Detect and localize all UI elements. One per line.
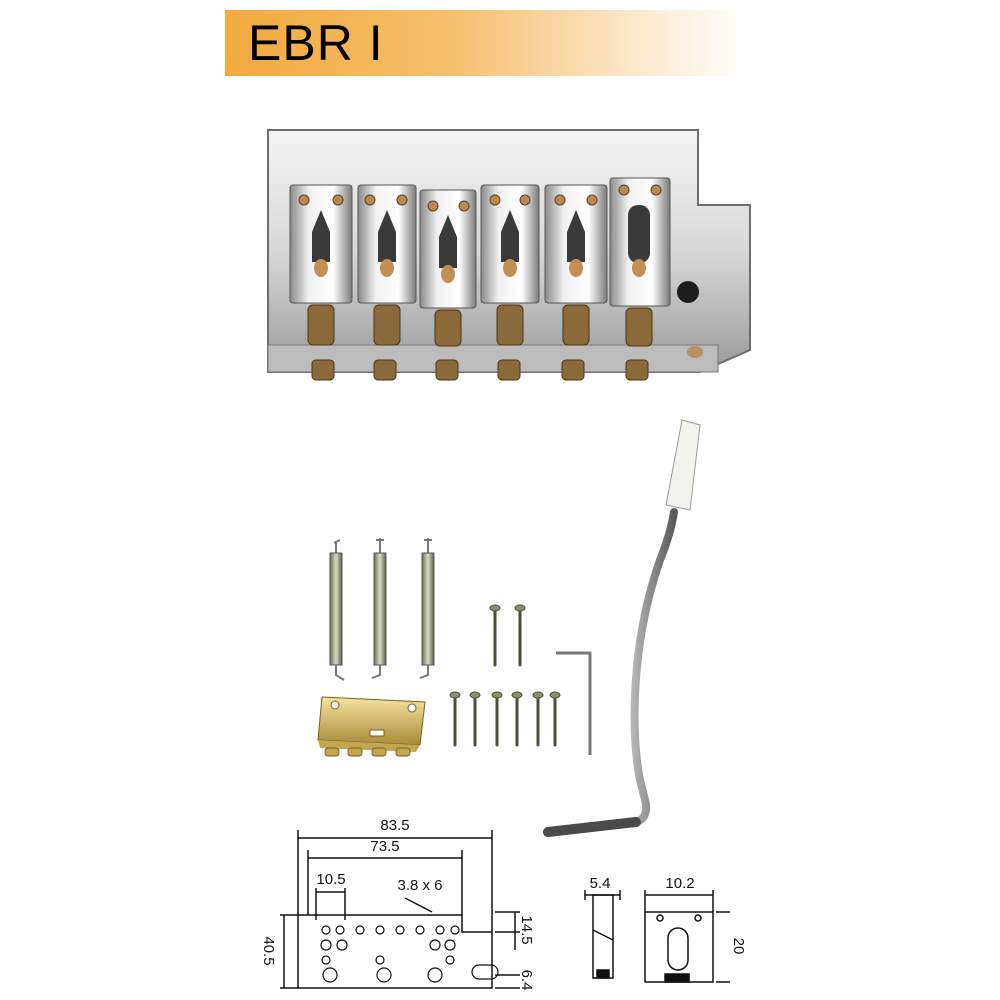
bridge-dimension-drawing (280, 830, 520, 989)
product-title: EBR I (248, 15, 384, 71)
dim-plate-depth: 40.5 (260, 936, 277, 965)
spring-claw-icon (317, 696, 426, 757)
allen-key-icon (556, 651, 592, 755)
dim-overall-width: 83.5 (380, 817, 409, 834)
dim-back-offset: 6.4 (518, 970, 535, 991)
dim-front-offset: 14.5 (518, 915, 535, 944)
dim-hole-spacing: 10.5 (316, 871, 345, 888)
dim-stud-spacing: 73.5 (370, 838, 399, 855)
tremolo-bridge-icon (267, 129, 751, 381)
saddle-front-view (644, 890, 730, 983)
dim-saddle-side-width: 5.4 (590, 875, 611, 892)
dim-saddle-height: 20 (730, 938, 747, 955)
tremolo-arm-icon (543, 419, 701, 837)
bridge-saddles (289, 177, 671, 309)
dim-hole-size: 3.8 x 6 (397, 877, 442, 894)
saddle-side-view (584, 890, 621, 979)
title-banner: EBR I (225, 10, 745, 76)
screws-icon (449, 604, 561, 747)
saddle-height-screws (307, 304, 653, 381)
dim-saddle-front-width: 10.2 (665, 875, 694, 892)
tremolo-springs-icon (329, 538, 435, 681)
